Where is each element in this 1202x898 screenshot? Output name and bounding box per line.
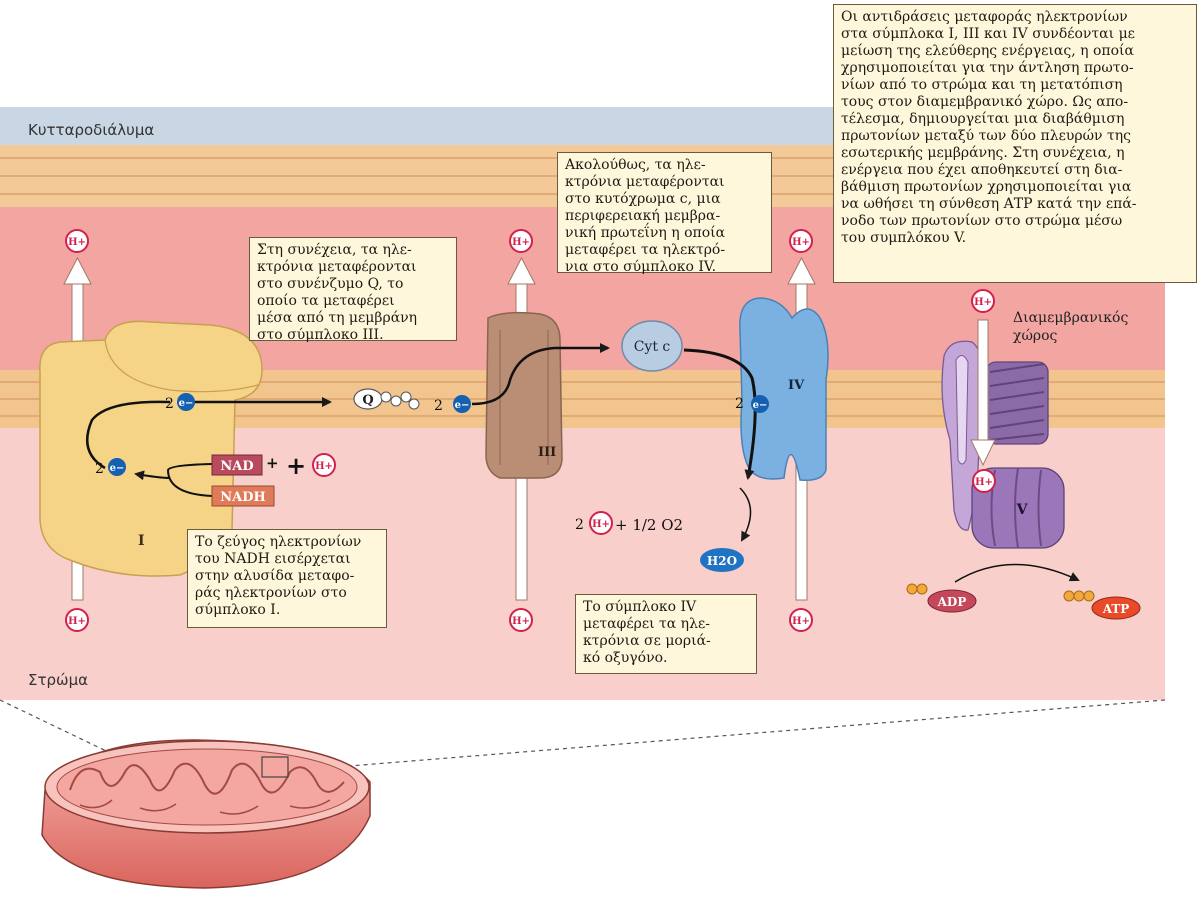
cytochrome-c: Cyt c (622, 321, 682, 371)
svg-text:2: 2 (95, 461, 104, 477)
proton-top-2: H+ (510, 230, 532, 252)
caption-cytochrome-c: Ακολούθως, τα ηλε- κτρόνια μεταφέρονται … (557, 152, 772, 273)
svg-text:H2O: H2O (707, 554, 737, 568)
svg-text:2: 2 (165, 396, 174, 412)
proton-bottom-2: H+ (510, 609, 532, 631)
proton-v-top: H+ (972, 290, 994, 312)
svg-text:e−: e− (179, 398, 194, 409)
proton-bottom-3: H+ (790, 609, 812, 631)
svg-text:e−: e− (110, 463, 125, 474)
svg-text:H+: H+ (315, 461, 333, 472)
oxygen-label: + 1/2 O2 (615, 516, 683, 534)
complex-iii-label: III (538, 445, 556, 460)
svg-text:2: 2 (735, 396, 744, 412)
svg-text:ADP: ADP (937, 595, 967, 609)
proton-oxygen: H+ (590, 512, 612, 534)
proton-nad: H+ (313, 454, 335, 476)
svg-text:NADH: NADH (220, 490, 266, 505)
caption-nadh-entry: Το ζεύγος ηλεκτρονίων του NADH εισέρχετα… (187, 529, 387, 628)
complex-iii: III (486, 313, 562, 478)
cytochrome-c-label: Cyt c (634, 339, 671, 355)
cytosol-label: Κυτταροδιάλυμα (28, 121, 154, 139)
caption-summary: Οι αντιδράσεις μεταφοράς ηλεκτρονίων στα… (833, 4, 1197, 283)
svg-text:e−: e− (753, 400, 768, 411)
caption-complex-iv: Το σύμπλοκο ΙV μεταφέρει τα ηλε- κτρόνια… (575, 594, 757, 674)
mitochondrion-illustration (42, 740, 370, 888)
svg-text:ATP: ATP (1102, 602, 1130, 616)
svg-text:+: + (266, 454, 279, 472)
proton-top-3: H+ (790, 230, 812, 252)
complex-v-label: V (1016, 502, 1029, 518)
svg-text:H+: H+ (792, 616, 810, 627)
proton-v-bottom: H+ (973, 470, 995, 492)
svg-text:H+: H+ (68, 616, 86, 627)
svg-text:H+: H+ (974, 297, 992, 308)
proton-top-1: H+ (66, 230, 88, 252)
svg-text:NAD: NAD (220, 459, 253, 474)
complex-i-label: I (138, 533, 145, 549)
caption-coenzyme-q: Στη συνέχεια, τα ηλε- κτρόνια μεταφέροντ… (249, 237, 457, 341)
proton-bottom-1: H+ (66, 609, 88, 631)
svg-text:e−: e− (455, 400, 470, 411)
svg-text:H+: H+ (592, 519, 610, 530)
svg-text:H+: H+ (792, 237, 810, 248)
coenzyme-q-label: Q (362, 393, 373, 408)
svg-text:H+: H+ (975, 477, 993, 488)
zoom-line-right (300, 700, 1165, 770)
oxygen-prefix: 2 (575, 517, 584, 533)
matrix-label: Στρώμα (28, 671, 88, 689)
complex-iv-label: IV (788, 378, 805, 393)
svg-text:H+: H+ (68, 237, 86, 248)
water: H2O (700, 548, 744, 572)
svg-text:+: + (286, 451, 306, 480)
svg-text:H+: H+ (512, 616, 530, 627)
nadh: NADH (212, 486, 274, 506)
svg-text:H+: H+ (512, 237, 530, 248)
svg-text:2: 2 (434, 398, 443, 414)
